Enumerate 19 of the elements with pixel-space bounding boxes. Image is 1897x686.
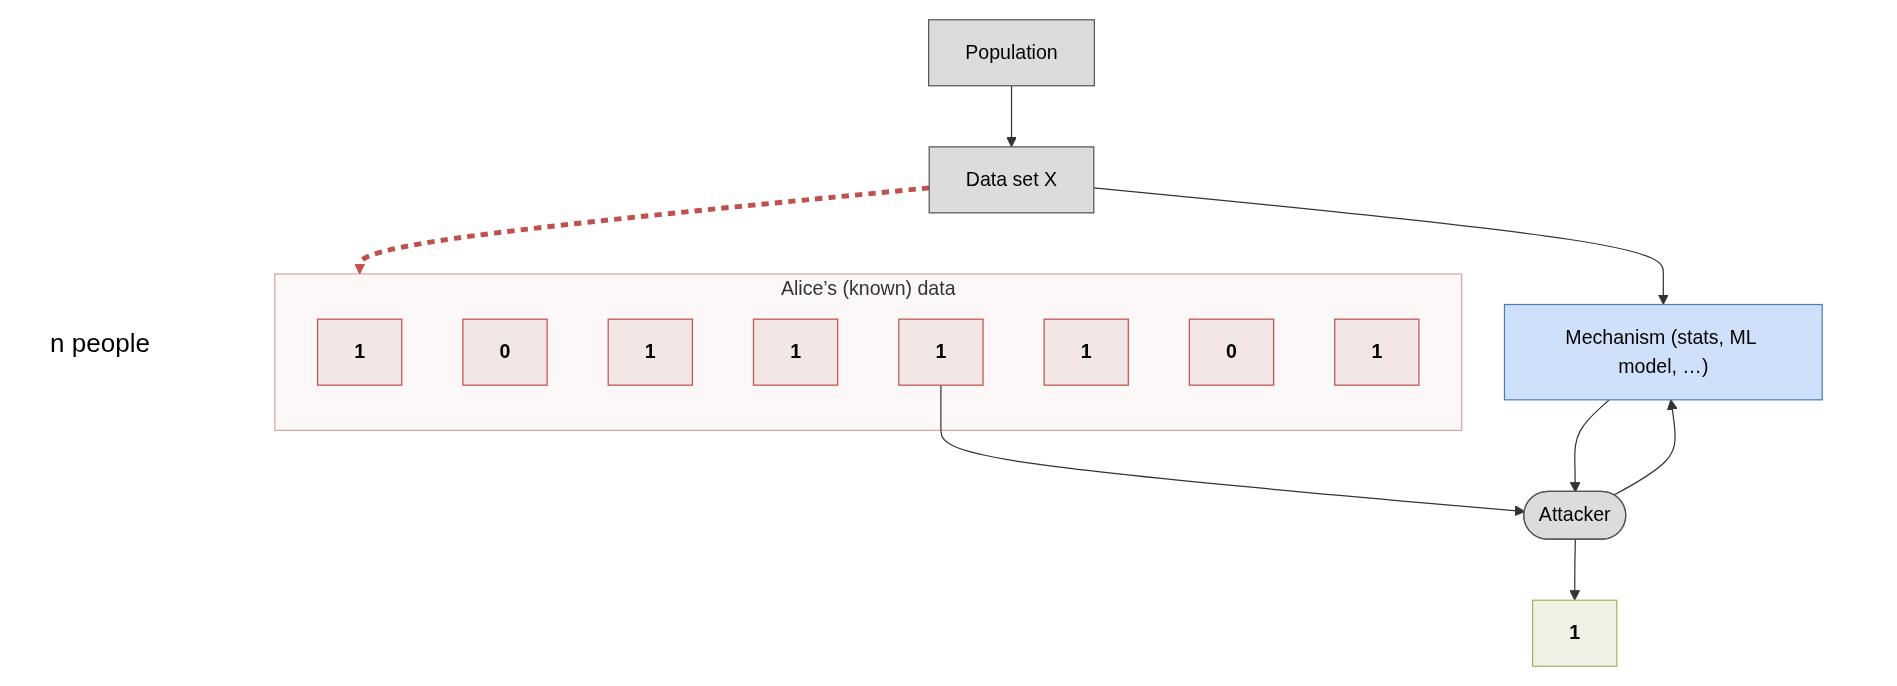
node-box: 0 — [1188, 318, 1275, 386]
arrow — [1006, 85, 1017, 148]
node-box: 1 — [1334, 318, 1420, 386]
arrow — [1093, 187, 1669, 305]
dimension-label: n people — [49, 327, 151, 359]
node-box: 1 — [316, 318, 403, 386]
node-box: 0 — [462, 318, 548, 386]
arrow — [1569, 399, 1610, 493]
arrow — [1613, 399, 1678, 496]
node-box: 1 — [898, 318, 984, 386]
node-box: Mechanism (stats, ML model, …) — [1503, 303, 1823, 401]
node-box: Population — [928, 19, 1095, 87]
node-box: 1 — [607, 318, 693, 386]
arrow — [1569, 539, 1581, 601]
node-box: 1 — [752, 318, 839, 386]
arrow — [354, 185, 930, 275]
node-box: 1 — [1043, 318, 1129, 386]
node-box: Data set X — [928, 146, 1095, 214]
node-box: 1 — [1532, 599, 1618, 667]
